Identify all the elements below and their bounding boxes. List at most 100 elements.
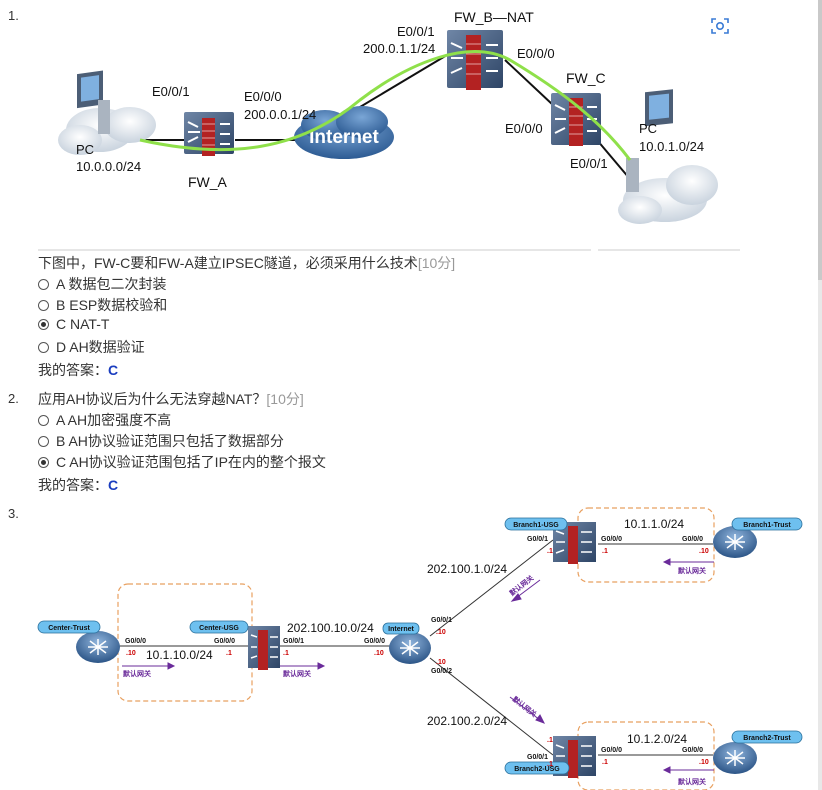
interface-label: G0/0/0 bbox=[682, 747, 703, 754]
pc-right-icon bbox=[618, 89, 718, 224]
fw-b-left-ip: 200.0.1.1/24 bbox=[363, 41, 435, 56]
divider-right bbox=[598, 249, 740, 251]
q2-option-c[interactable]: C AH协议验证范围包括了IP在内的整个报文 bbox=[38, 452, 326, 472]
q2-option-b[interactable]: B AH协议验证范围只包括了数据部分 bbox=[38, 431, 284, 451]
q1-score: [10分] bbox=[417, 255, 456, 271]
fw-b-icon bbox=[447, 30, 503, 90]
interface-label: G0/0/0 bbox=[682, 536, 703, 543]
option-label: B ESP数据校验和 bbox=[56, 297, 168, 313]
divider-left bbox=[38, 249, 591, 251]
radio-button-selected[interactable] bbox=[38, 456, 49, 468]
q1-question-text: 下图中，FW-C要和FW-A建立IPSEC隧道，必须采用什么技术 bbox=[38, 255, 418, 271]
question-number-3: 3. bbox=[8, 506, 19, 521]
fw-a-icon bbox=[184, 112, 234, 156]
ip-label: .10 bbox=[126, 650, 136, 657]
radio-button-selected[interactable] bbox=[38, 318, 49, 330]
q1-option-c[interactable]: C NAT-T bbox=[38, 316, 109, 332]
device-labels: Center-Trust Center-USG Internet Branch1… bbox=[37, 517, 803, 775]
net-branch2-lan: 10.1.2.0/24 bbox=[627, 732, 687, 746]
interface-label: G0/0/1 bbox=[431, 617, 452, 624]
option-label: C AH协议验证范围包括了IP在内的整个报文 bbox=[56, 454, 326, 470]
ip-label: .1 bbox=[547, 548, 553, 555]
center-usg-label: Center-USG bbox=[199, 625, 239, 632]
answer-label: 我的答案： bbox=[38, 362, 108, 378]
radio-button[interactable] bbox=[38, 278, 49, 290]
default-gateway-label: 默认网关 bbox=[678, 566, 706, 575]
ipsec-tunnel-line bbox=[139, 50, 632, 161]
fw-b-left-interface: E0/0/1 bbox=[397, 24, 435, 39]
internet-label: Internet bbox=[309, 127, 379, 148]
answer-value: C bbox=[108, 362, 119, 378]
answer-value: C bbox=[108, 477, 119, 493]
option-label: A 数据包二次封装 bbox=[56, 276, 167, 292]
q1-option-d[interactable]: D AH数据验证 bbox=[38, 337, 145, 357]
ip-label: .1 bbox=[283, 650, 289, 657]
branch1-trust-label: Branch1-Trust bbox=[743, 522, 791, 529]
option-label: B AH协议验证范围只包括了数据部分 bbox=[56, 433, 284, 449]
branch1-usg-label: Branch1-USG bbox=[513, 522, 559, 529]
interface-label: G0/0/1 bbox=[527, 754, 548, 761]
net-branch2-wan: 202.100.2.0/24 bbox=[427, 714, 507, 728]
radio-button[interactable] bbox=[38, 299, 49, 311]
net-branch1-wan: 202.100.1.0/24 bbox=[427, 562, 507, 576]
interface-label: G0/0/0 bbox=[214, 638, 235, 645]
page-scrollbar[interactable] bbox=[818, 0, 822, 790]
q1-network-diagram: Internet FW_B—NAT E0/0/1 200.0.1.1/24 E0… bbox=[58, 9, 718, 224]
ip-label: .1 bbox=[547, 761, 553, 768]
interface-label: G0/0/0 bbox=[601, 536, 622, 543]
q2-option-a[interactable]: A AH加密强度不高 bbox=[38, 410, 171, 430]
interface-label: G0/0/2 bbox=[431, 668, 452, 675]
fw-a-title: FW_A bbox=[188, 174, 228, 190]
pc-right-network: 10.0.1.0/24 bbox=[639, 139, 704, 154]
q1-option-b[interactable]: B ESP数据校验和 bbox=[38, 295, 167, 315]
interface-label: G0/0/1 bbox=[283, 638, 304, 645]
scrollbar-thumb[interactable] bbox=[818, 0, 822, 280]
interface-label: G0/0/1 bbox=[527, 536, 548, 543]
net-branch1-lan: 10.1.1.0/24 bbox=[624, 517, 684, 531]
q3-network-diagram: Center-Trust Center-USG Internet Branch1… bbox=[37, 507, 803, 790]
q1-my-answer: 我的答案：C bbox=[38, 360, 118, 380]
fw-c-right-interface: E0/0/1 bbox=[570, 156, 608, 171]
radio-button[interactable] bbox=[38, 341, 49, 353]
radio-button[interactable] bbox=[38, 435, 49, 447]
screenshot-scan-icon[interactable] bbox=[709, 15, 731, 37]
branch2-trust-router-icon bbox=[713, 742, 757, 774]
ip-label: .10 bbox=[436, 629, 446, 636]
ip-label: .10 bbox=[699, 759, 709, 766]
fw-b-title: FW_B—NAT bbox=[454, 9, 534, 25]
pc-right-label: PC bbox=[639, 121, 657, 136]
question-number-2: 2. bbox=[8, 391, 19, 406]
ip-label: .1 bbox=[602, 548, 608, 555]
answer-label: 我的答案： bbox=[38, 477, 108, 493]
pc-left-label: PC bbox=[76, 142, 94, 157]
ip-label: .10 bbox=[436, 659, 446, 666]
pc-left-icon bbox=[58, 70, 156, 155]
q1-option-a[interactable]: A 数据包二次封装 bbox=[38, 274, 166, 294]
default-gateway-label: 默认网关 bbox=[123, 669, 151, 678]
default-gateway-label: 默认网关 bbox=[678, 777, 706, 786]
q3-links bbox=[118, 539, 713, 756]
fw-a-left-interface: E0/0/1 bbox=[152, 84, 190, 99]
interface-label: G0/0/0 bbox=[125, 638, 146, 645]
internet-label: Internet bbox=[388, 626, 414, 633]
ip-label: .1 bbox=[602, 759, 608, 766]
internet-router-icon bbox=[389, 632, 431, 664]
fw-c-icon bbox=[551, 93, 601, 146]
net-center-wan: 202.100.10.0/24 bbox=[287, 621, 374, 635]
net-center-lan: 10.1.10.0/24 bbox=[146, 648, 213, 662]
question-number-1: 1. bbox=[8, 8, 19, 23]
fw-c-title: FW_C bbox=[566, 70, 606, 86]
center-trust-router-icon bbox=[76, 631, 120, 663]
radio-button[interactable] bbox=[38, 414, 49, 426]
interface-label: G0/0/0 bbox=[601, 747, 622, 754]
fw-b-right-interface: E0/0/0 bbox=[517, 46, 555, 61]
option-label: C NAT-T bbox=[56, 316, 110, 332]
fw-c-left-interface: E0/0/0 bbox=[505, 121, 543, 136]
default-gateway-arrows bbox=[122, 558, 714, 774]
interface-label: G0/0/0 bbox=[364, 638, 385, 645]
pc-left-network: 10.0.0.0/24 bbox=[76, 159, 141, 174]
fw-a-right-interface: E0/0/0 bbox=[244, 89, 282, 104]
branch2-trust-label: Branch2-Trust bbox=[743, 735, 791, 742]
branch1-site-box bbox=[577, 507, 715, 583]
ip-label: .1 bbox=[547, 737, 553, 744]
